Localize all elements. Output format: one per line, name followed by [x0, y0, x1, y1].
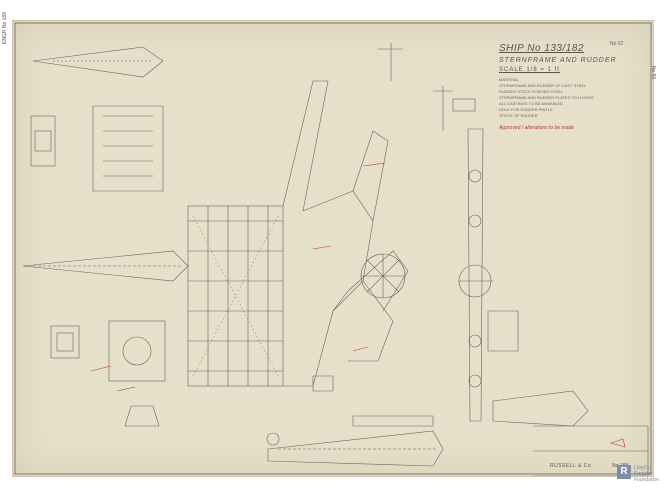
- note-line: HOLE FOR RUDDER PINTLE: [499, 107, 553, 112]
- logo-mark-icon: R: [617, 465, 631, 479]
- pintle-detail: [92, 105, 164, 192]
- approval-note: Approved / alterations to be made: [499, 125, 575, 131]
- technical-drawing: [14, 22, 652, 476]
- title-block: SHIP No 133/182 STERNFRAME AND RUDDER SC…: [499, 43, 649, 131]
- note-line: ALL CASTINGS TO BE ANNEALED: [499, 101, 563, 106]
- ship-number: SHIP No 133/182: [499, 43, 584, 54]
- gudgeon-detail: [50, 325, 80, 359]
- bearing-detail: [108, 320, 166, 382]
- sternframe-body: [187, 205, 284, 387]
- note-line: STERNFRAME AND RUDDER PLATES TO LLOYDS: [499, 95, 594, 100]
- red-note-1: [362, 162, 386, 167]
- drawing-scale: SCALE 1/8 = 1 ft: [499, 67, 560, 73]
- note-line: MATERIAL: [499, 77, 519, 82]
- logo-text: Lloyd's Register Foundation: [634, 465, 660, 483]
- rudder-stock: [467, 128, 484, 422]
- rudder-profile-top: [32, 46, 164, 78]
- note-line: STOCK OF RUDDER: [499, 113, 538, 118]
- side-label: ENGR No 188: [2, 12, 8, 44]
- archive-logo: R Lloyd's Register Foundation: [617, 463, 661, 493]
- aperture-frame: [302, 190, 374, 312]
- right-label: No 50: [650, 66, 656, 80]
- small-section: [452, 98, 476, 112]
- drawing-number: No 62: [610, 41, 624, 47]
- notes-block: MATERIAL STERNFRAME AND RUDDER OF CAST S…: [499, 77, 649, 119]
- red-stamp: [609, 438, 626, 448]
- drawing-sheet: SHIP No 133/182 STERNFRAME AND RUDDER SC…: [12, 20, 654, 477]
- red-note-4: [90, 365, 112, 372]
- red-note-2: [312, 245, 332, 250]
- note-line: RUDDER STOCK FORGED STEEL: [499, 89, 563, 94]
- red-note-3: [352, 346, 369, 352]
- drawing-subject: STERNFRAME AND RUDDER: [499, 57, 617, 64]
- rudder-section-right: [492, 390, 589, 427]
- red-note-5: [116, 386, 136, 392]
- note-line: STERNFRAME AND RUDDER OF CAST STEEL: [499, 83, 587, 88]
- stern-post: [282, 80, 329, 212]
- rudder-section-bottom: [267, 430, 444, 467]
- makers-name: RUSSELL & Co: [550, 463, 592, 469]
- section-detail-left: [30, 115, 56, 167]
